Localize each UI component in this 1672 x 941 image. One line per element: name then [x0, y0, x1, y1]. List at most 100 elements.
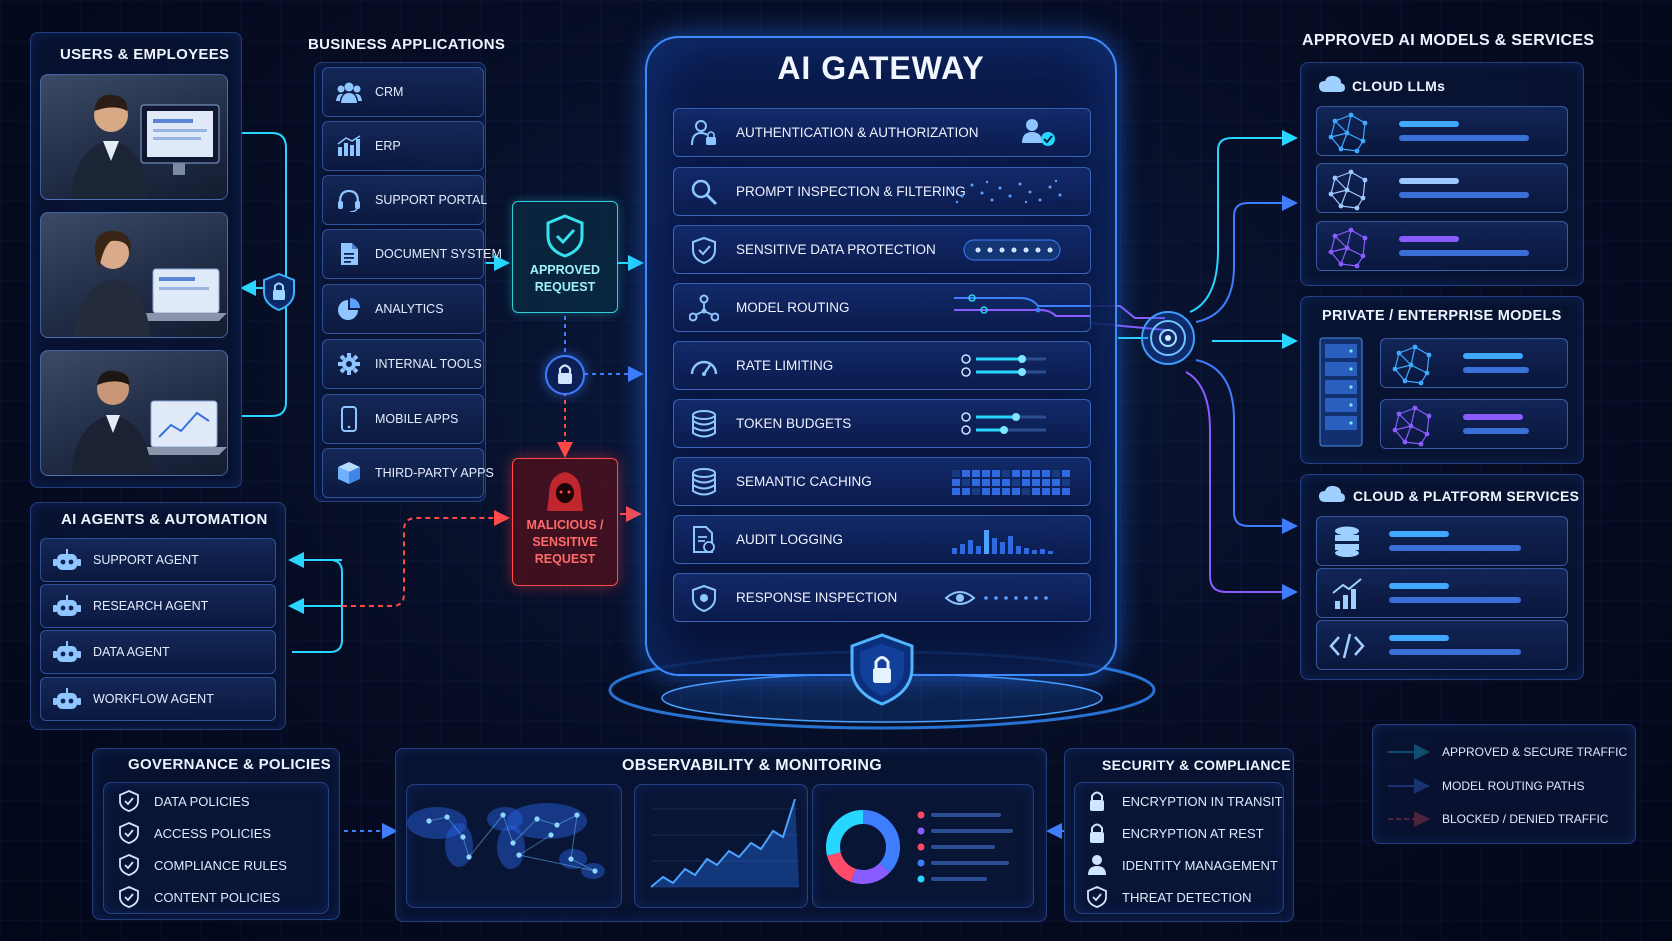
- legend-approved-traffic: APPROVED & SECURE TRAFFIC: [1442, 745, 1628, 759]
- policy-compliance[interactable]: COMPLIANCE RULES: [118, 854, 287, 876]
- policy-data[interactable]: DATA POLICIES: [118, 790, 250, 812]
- approved-request-label: APPROVED REQUEST: [529, 263, 601, 294]
- employee-photo-3: [40, 350, 228, 476]
- users-shield-lock-icon: [262, 272, 296, 312]
- pie-chart-icon: [335, 295, 363, 323]
- eye-scan-icon: [944, 591, 1048, 605]
- cache-grid-icon: [952, 470, 1070, 495]
- database-icon: [688, 466, 720, 498]
- gw-audit-logging[interactable]: AUDIT LOGGING: [673, 515, 1091, 564]
- app-support-portal-label: SUPPORT PORTAL: [375, 193, 488, 207]
- platform-analytics-service[interactable]: [1316, 568, 1568, 618]
- rate-sliders-icon: [961, 354, 1046, 377]
- agent-data[interactable]: DATA AGENT: [40, 630, 276, 674]
- database-stack-icon: [688, 408, 720, 440]
- platform-database-service[interactable]: [1316, 516, 1568, 566]
- gateway-shield-lock-icon: [846, 632, 918, 708]
- user-lock-icon: [688, 117, 720, 149]
- agent-research[interactable]: RESEARCH AGENT: [40, 584, 276, 628]
- gw-sensitive-data-label: SENSITIVE DATA PROTECTION: [736, 242, 936, 257]
- gw-audit-logging-label: AUDIT LOGGING: [736, 532, 844, 547]
- private-model-1[interactable]: [1380, 338, 1568, 388]
- robot-icon: [53, 546, 81, 574]
- agent-workflow[interactable]: WORKFLOW AGENT: [40, 677, 276, 721]
- security-encryption-transit[interactable]: ENCRYPTION IN TRANSIT: [1086, 790, 1283, 812]
- gw-prompt-inspection-label: PROMPT INSPECTION & FILTERING: [736, 184, 966, 199]
- trend-chart-icon: [650, 798, 799, 888]
- security-encryption-rest[interactable]: ENCRYPTION AT REST: [1086, 822, 1264, 844]
- policy-content-label: CONTENT POLICIES: [154, 889, 281, 905]
- app-analytics[interactable]: ANALYTICS: [322, 284, 484, 334]
- cloud-llm-2[interactable]: [1316, 163, 1568, 213]
- masked-data-icon: [963, 239, 1061, 261]
- gw-rate-limiting-label: RATE LIMITING: [736, 358, 834, 373]
- app-crm-label: CRM: [375, 85, 404, 99]
- app-document-system-label: DOCUMENT SYSTEM: [375, 247, 502, 261]
- particle-filter-icon: [950, 179, 1062, 204]
- shield-check-icon: [1086, 886, 1108, 908]
- shield-check-icon: [118, 822, 140, 844]
- approved-request-box: APPROVED REQUEST: [512, 201, 618, 313]
- policy-data-label: DATA POLICIES: [154, 793, 250, 809]
- policy-access[interactable]: ACCESS POLICIES: [118, 822, 271, 844]
- user-verified-icon: [1022, 119, 1055, 146]
- robot-icon: [53, 638, 81, 666]
- observability-title: OBSERVABILITY & MONITORING: [622, 757, 882, 774]
- agent-support[interactable]: SUPPORT AGENT: [40, 538, 276, 582]
- malicious-request-box: MALICIOUS / SENSITIVE REQUEST: [512, 458, 618, 586]
- security-title: SECURITY & COMPLIANCE: [1102, 757, 1291, 773]
- app-internal-tools-label: INTERNAL TOOLS: [375, 357, 482, 371]
- users-title: USERS & EMPLOYEES: [60, 46, 230, 63]
- trend-chart-card: [634, 784, 808, 908]
- employee-at-laptop-icon: [73, 230, 227, 337]
- security-identity[interactable]: IDENTITY MANAGEMENT: [1086, 854, 1278, 876]
- gear-icon: [335, 350, 363, 378]
- policy-access-label: ACCESS POLICIES: [154, 825, 272, 841]
- document-icon: [335, 240, 363, 268]
- app-mobile-apps-label: MOBILE APPS: [375, 412, 459, 426]
- security-threat-detection[interactable]: THREAT DETECTION: [1086, 886, 1252, 908]
- gw-model-routing-label: MODEL ROUTING: [736, 300, 850, 315]
- server-rack-icon: [1318, 336, 1364, 448]
- security-encryption-rest-label: ENCRYPTION AT REST: [1122, 825, 1264, 841]
- app-internal-tools[interactable]: INTERNAL TOOLS: [322, 339, 484, 389]
- gw-token-budgets[interactable]: TOKEN BUDGETS: [673, 399, 1091, 448]
- platform-services-title: CLOUD & PLATFORM SERVICES: [1353, 488, 1580, 504]
- log-document-icon: [688, 524, 720, 556]
- budget-sliders-icon: [961, 412, 1046, 435]
- app-document-system[interactable]: DOCUMENT SYSTEM: [322, 229, 502, 279]
- lock-icon: [1086, 822, 1108, 844]
- headset-icon: [335, 186, 363, 214]
- agent-research-label: RESEARCH AGENT: [93, 599, 209, 613]
- gw-rate-limiting[interactable]: RATE LIMITING: [673, 341, 1091, 390]
- code-icon: [1329, 633, 1521, 659]
- app-erp[interactable]: ERP: [322, 121, 484, 171]
- routing-hub-icon: [1140, 310, 1196, 366]
- donut-chart-icon: [826, 810, 1013, 884]
- legend-panel: [1372, 724, 1636, 844]
- cloud-llm-3[interactable]: [1316, 221, 1568, 271]
- governance-list: [103, 782, 329, 914]
- cloud-llm-1[interactable]: [1316, 106, 1568, 156]
- policy-compliance-label: COMPLIANCE RULES: [154, 857, 287, 873]
- gw-prompt-inspection[interactable]: PROMPT INSPECTION & FILTERING: [673, 167, 1091, 216]
- gw-response-inspection[interactable]: RESPONSE INSPECTION: [673, 573, 1091, 622]
- gw-sensitive-data[interactable]: SENSITIVE DATA PROTECTION: [673, 225, 1091, 274]
- private-model-2[interactable]: [1380, 399, 1568, 449]
- lock-icon: [1086, 790, 1108, 812]
- agent-workflow-label: WORKFLOW AGENT: [93, 692, 214, 706]
- platform-cloud-icon: [1318, 484, 1346, 504]
- app-crm[interactable]: CRM: [322, 67, 484, 117]
- app-third-party-apps[interactable]: THIRD-PARTY APPS: [322, 448, 494, 498]
- app-support-portal[interactable]: SUPPORT PORTAL: [322, 175, 488, 225]
- gw-semantic-caching[interactable]: SEMANTIC CACHING: [673, 457, 1091, 506]
- mobile-phone-icon: [335, 405, 363, 433]
- security-list: [1074, 782, 1284, 914]
- log-bars-icon: [952, 530, 1053, 554]
- gw-model-routing[interactable]: MODEL ROUTING: [673, 283, 1091, 332]
- shield-check-icon: [118, 886, 140, 908]
- gw-authentication[interactable]: AUTHENTICATION & AUTHORIZATION: [673, 108, 1091, 157]
- policy-content[interactable]: CONTENT POLICIES: [118, 886, 280, 908]
- platform-code-service[interactable]: [1316, 620, 1568, 670]
- app-mobile-apps[interactable]: MOBILE APPS: [322, 394, 484, 444]
